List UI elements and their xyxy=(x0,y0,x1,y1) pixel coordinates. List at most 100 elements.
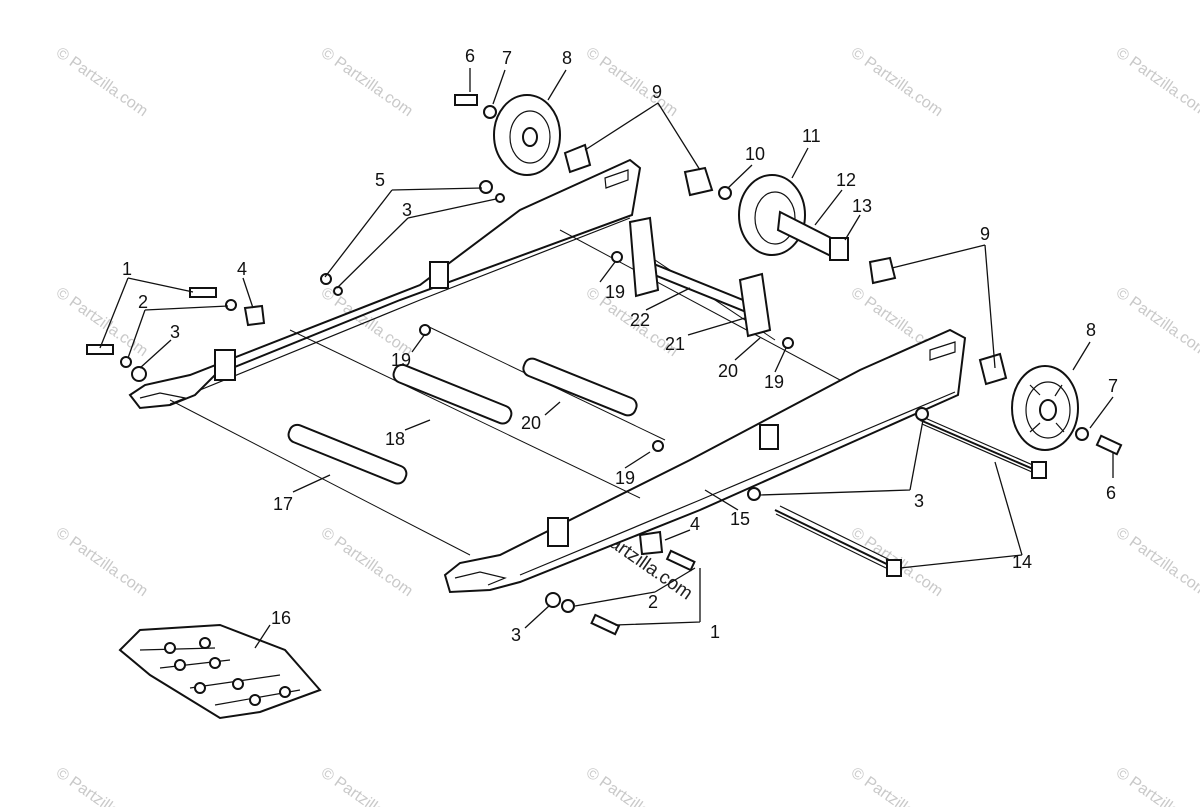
shaft-20 xyxy=(522,357,638,417)
watermark: © Partzilla.com xyxy=(318,524,416,600)
callout-4: 4 xyxy=(237,259,247,279)
callout-19: 19 xyxy=(605,282,625,302)
washer-3 xyxy=(747,487,761,501)
callout-8: 8 xyxy=(1086,320,1096,340)
washer-3 xyxy=(333,286,343,296)
shaft-17 xyxy=(287,423,408,485)
rail-bracket xyxy=(759,424,779,450)
callout-7: 7 xyxy=(1108,376,1118,396)
washer-10 xyxy=(718,186,732,200)
nut-5 xyxy=(320,273,332,285)
callout-4: 4 xyxy=(690,514,700,534)
callout-2: 2 xyxy=(648,592,658,612)
washer-2 xyxy=(561,599,575,613)
callout-12: 12 xyxy=(836,170,856,190)
block-9 xyxy=(868,256,897,285)
rail-bracket xyxy=(547,517,569,547)
washer-19 xyxy=(611,251,623,263)
callout-3: 3 xyxy=(402,200,412,220)
callout-20: 20 xyxy=(521,413,541,433)
hardware xyxy=(86,94,1123,636)
washer-19 xyxy=(782,337,794,349)
callout-1: 1 xyxy=(122,259,132,279)
bolt-1 xyxy=(86,344,114,355)
bolt-1 xyxy=(189,287,217,298)
callout-15: 15 xyxy=(730,509,750,529)
callout-3: 3 xyxy=(914,491,924,511)
block-9 xyxy=(683,166,714,197)
callout-18: 18 xyxy=(385,429,405,449)
callout-3: 3 xyxy=(511,625,521,645)
wheels xyxy=(493,94,1079,451)
callout-6: 6 xyxy=(1106,483,1116,503)
callout-19: 19 xyxy=(764,372,784,392)
callout-14: 14 xyxy=(1012,552,1032,572)
shaft-18 xyxy=(392,363,513,425)
watermark: © Partzilla.com xyxy=(318,764,416,807)
arm-21 xyxy=(738,272,772,338)
right-rail xyxy=(443,328,967,594)
leader-lines xyxy=(99,68,1114,649)
block-9 xyxy=(978,352,1008,386)
nut-5 xyxy=(479,180,493,194)
washer-3 xyxy=(131,366,147,382)
bolt-6 xyxy=(454,94,478,106)
bolts-14 xyxy=(774,417,1047,577)
callout-13: 13 xyxy=(852,196,872,216)
callout-labels: 6 7 8 9 10 11 12 13 5 3 1 4 2 3 19 19 22… xyxy=(122,46,1118,645)
watermark: © Partzilla.com xyxy=(53,44,151,120)
block-9 xyxy=(563,143,592,174)
callout-21: 21 xyxy=(665,334,685,354)
watermark: © Partzilla.com xyxy=(1113,764,1200,807)
callout-16: 16 xyxy=(271,608,291,628)
watermark: © Partzilla.com xyxy=(53,524,151,600)
callout-8: 8 xyxy=(562,48,572,68)
callout-17: 17 xyxy=(273,494,293,514)
callout-22: 22 xyxy=(630,310,650,330)
watermark: © Partzilla.com xyxy=(1113,284,1200,360)
cross-shafts xyxy=(169,216,841,556)
callout-1: 1 xyxy=(710,622,720,642)
callout-19: 19 xyxy=(615,468,635,488)
slide-plate-16 xyxy=(118,623,322,720)
rail-bracket xyxy=(214,349,236,381)
rail-bracket xyxy=(429,261,449,289)
watermark: © Partzilla.com xyxy=(318,44,416,120)
watermark: © Partzilla.com xyxy=(1113,524,1200,600)
washer-19 xyxy=(419,324,431,336)
callout-11: 11 xyxy=(802,126,821,146)
callout-3: 3 xyxy=(170,322,180,342)
watermark: © Partzilla.com xyxy=(583,764,681,807)
left-rail xyxy=(128,158,642,410)
washer-3 xyxy=(545,592,561,608)
washer-2 xyxy=(120,356,132,368)
callout-20: 20 xyxy=(718,361,738,381)
washer-19 xyxy=(652,440,664,452)
bolt-1 xyxy=(665,549,696,572)
bolt-6 xyxy=(1095,434,1123,456)
callout-6: 6 xyxy=(465,46,475,66)
callout-2: 2 xyxy=(138,292,148,312)
washer-3 xyxy=(495,193,505,203)
washer-7 xyxy=(1075,427,1089,441)
plate-4 xyxy=(638,530,664,556)
watermark: © Partzilla.com xyxy=(583,44,681,120)
plate-4 xyxy=(243,304,266,327)
callout-19: 19 xyxy=(391,350,411,370)
watermark: © Partzilla.com xyxy=(1113,44,1200,120)
callout-5: 5 xyxy=(375,170,385,190)
callout-9: 9 xyxy=(652,82,662,102)
watermark: © Partzilla.com xyxy=(53,764,151,807)
washer-7 xyxy=(483,105,497,119)
bolt-1 xyxy=(590,613,621,636)
callout-7: 7 xyxy=(502,48,512,68)
callout-10: 10 xyxy=(745,144,765,164)
callout-9: 9 xyxy=(980,224,990,244)
watermark: © Partzilla.com xyxy=(848,764,946,807)
spacer-13 xyxy=(829,237,849,261)
washer-2 xyxy=(225,299,237,311)
washer-3 xyxy=(915,407,929,421)
watermark: © Partzilla.com xyxy=(848,44,946,120)
